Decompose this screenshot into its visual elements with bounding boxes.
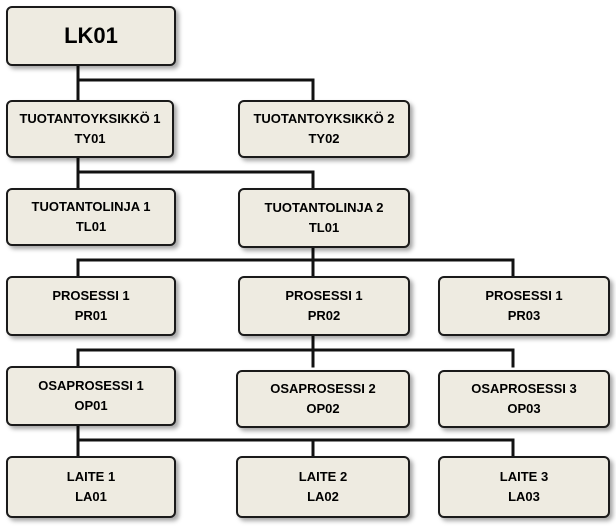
node-la01: LAITE 1 LA01 <box>6 456 176 518</box>
node-pr02-code: PR02 <box>307 308 341 323</box>
node-pr03: PROSESSI 1 PR03 <box>438 276 610 336</box>
connector-lk01-ty <box>76 64 315 102</box>
node-pr01-code: PR01 <box>74 308 108 323</box>
node-la03-code: LA03 <box>508 489 540 504</box>
node-tl01-a-title: TUOTANTOLINJA 1 <box>31 198 151 214</box>
node-op03-code: OP03 <box>507 401 541 416</box>
node-op03-title: OSAPROSESSI 3 <box>471 380 577 396</box>
node-op01-title: OSAPROSESSI 1 <box>38 377 144 393</box>
node-tl01-a-code: TL01 <box>75 219 107 234</box>
node-ty02-code: TY02 <box>308 131 340 146</box>
node-pr03-code: PR03 <box>507 308 541 323</box>
connector-pr2-op <box>76 334 515 368</box>
connector-tl2-pr <box>76 246 515 278</box>
node-tl01-b: TUOTANTOLINJA 2 TL01 <box>238 188 410 248</box>
node-ty01-code: TY01 <box>74 131 106 146</box>
node-la01-code: LA01 <box>75 489 107 504</box>
node-pr02: PROSESSI 1 PR02 <box>238 276 410 336</box>
node-ty01: TUOTANTOYKSIKKÖ 1 TY01 <box>6 100 174 158</box>
node-op02-code: OP02 <box>306 401 340 416</box>
node-lk01-label: LK01 <box>64 22 118 48</box>
node-op02: OSAPROSESSI 2 OP02 <box>236 370 410 428</box>
node-ty01-title: TUOTANTOYKSIKKÖ 1 <box>19 110 161 126</box>
node-pr03-title: PROSESSI 1 <box>485 287 563 303</box>
node-pr01-title: PROSESSI 1 <box>52 287 130 303</box>
node-la02-title: LAITE 2 <box>298 468 348 484</box>
node-op02-title: OSAPROSESSI 2 <box>270 380 376 396</box>
node-ty02: TUOTANTOYKSIKKÖ 2 TY02 <box>238 100 410 158</box>
node-la03: LAITE 3 LA03 <box>438 456 610 518</box>
node-lk01: LK01 <box>6 6 176 66</box>
node-la02-code: LA02 <box>307 489 339 504</box>
node-op03: OSAPROSESSI 3 OP03 <box>438 370 610 428</box>
node-pr01: PROSESSI 1 PR01 <box>6 276 176 336</box>
node-ty02-title: TUOTANTOYKSIKKÖ 2 <box>253 110 395 126</box>
node-la03-title: LAITE 3 <box>499 468 549 484</box>
node-tl01-a: TUOTANTOLINJA 1 TL01 <box>6 188 176 246</box>
node-la02: LAITE 2 LA02 <box>236 456 410 518</box>
node-op01: OSAPROSESSI 1 OP01 <box>6 366 176 426</box>
node-tl01-b-title: TUOTANTOLINJA 2 <box>264 199 384 215</box>
connector-ty1-tl <box>76 156 315 190</box>
node-la01-title: LAITE 1 <box>66 468 116 484</box>
node-tl01-b-code: TL01 <box>308 220 340 235</box>
connector-op1-la <box>76 424 515 458</box>
node-op01-code: OP01 <box>74 398 108 413</box>
node-pr02-title: PROSESSI 1 <box>285 287 363 303</box>
